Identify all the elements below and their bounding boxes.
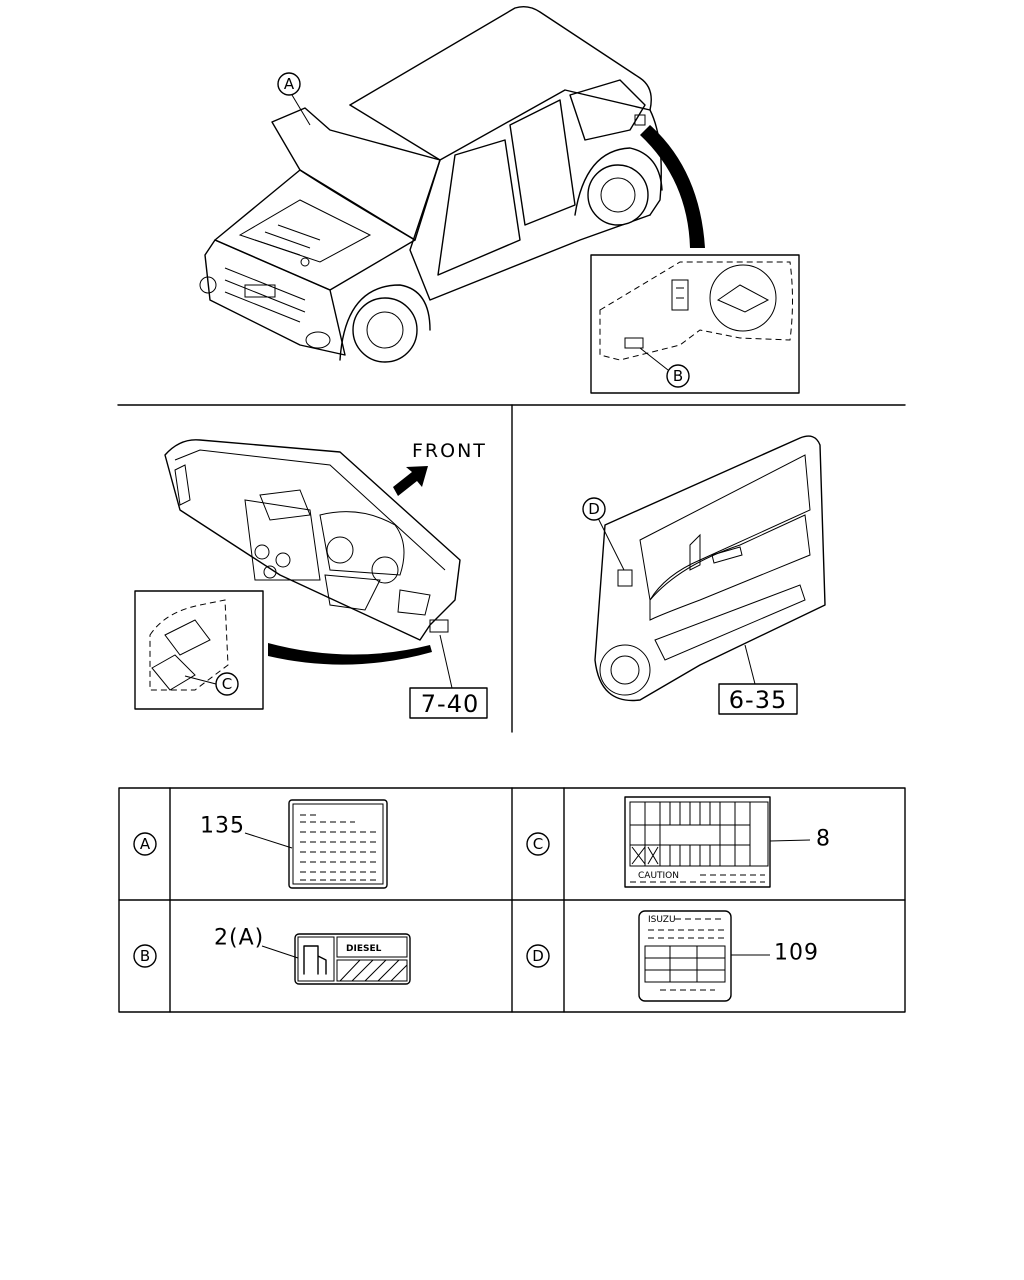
table-row-c: C CAUTION 8 [526, 796, 831, 888]
table-row-a: A 135 [133, 799, 388, 889]
fuel-lid-inset: B [590, 254, 800, 394]
reference-box-door-trim: 6-35 [718, 644, 798, 715]
row-d-part-number: 109 [774, 941, 819, 966]
door-trim-illustration: D [582, 435, 826, 702]
row-c-part-number: 8 [816, 827, 831, 852]
callout-a-letter: A [284, 75, 295, 93]
label-table: A 135 B 2(A) DIESEL C [118, 787, 906, 1013]
callout-b-letter: B [673, 367, 683, 385]
diesel-text: DIESEL [346, 944, 382, 954]
caution-text: CAUTION [638, 871, 679, 881]
reference-door-trim: 6-35 [729, 686, 787, 714]
row-b-key: B [140, 947, 150, 965]
callout-a: A [277, 72, 311, 126]
vehicle-illustration [199, 5, 705, 363]
table-row-d: D ISUZU 109 [526, 910, 819, 1002]
row-c-key: C [533, 835, 543, 853]
dashboard-switch-inset: C [134, 590, 264, 710]
brand-text: ISUZU [648, 915, 676, 925]
table-row-b: B 2(A) DIESEL [133, 926, 411, 985]
front-label: FRONT [412, 440, 487, 462]
reference-box-dashboard: 7-40 [409, 634, 488, 719]
dashboard-illustration [164, 439, 461, 641]
front-direction: FRONT [393, 440, 487, 496]
front-arrow-icon [393, 466, 428, 496]
row-b-part-number: 2(A) [214, 926, 264, 951]
row-d-key: D [532, 947, 544, 965]
callout-d-letter: D [588, 500, 600, 518]
callout-c-letter: C [222, 675, 232, 693]
row-a-key: A [140, 835, 151, 853]
dashboard-pointer-arrow [268, 643, 432, 665]
reference-dashboard: 7-40 [421, 690, 479, 718]
row-a-part-number: 135 [200, 814, 245, 839]
